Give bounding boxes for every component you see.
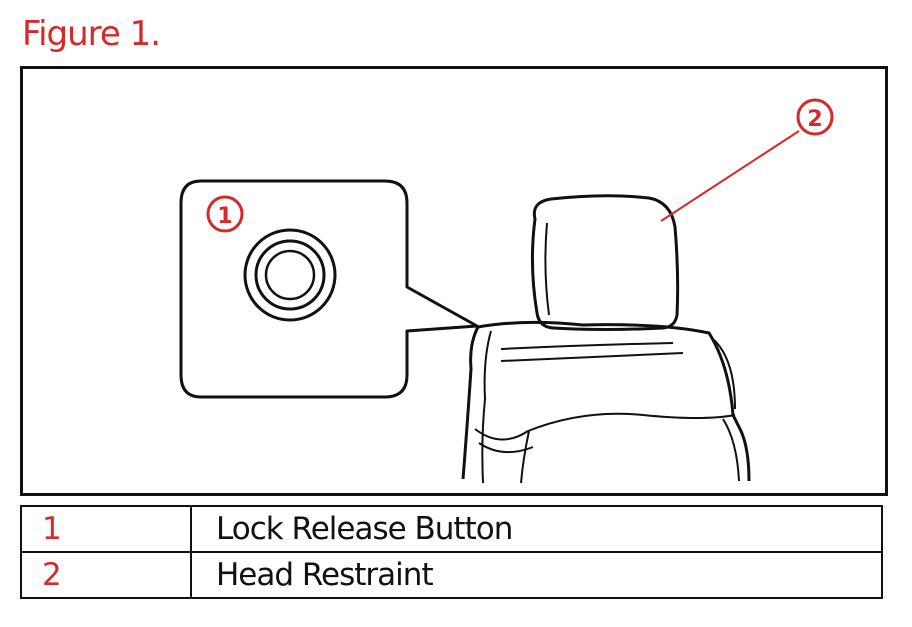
seat-back-outline <box>461 320 751 484</box>
figure-title: Figure 1. <box>22 14 161 54</box>
legend-row: 1 Lock Release Button <box>20 505 883 553</box>
callout-2-leader-line <box>660 130 800 222</box>
legend-row-number: 1 <box>20 505 192 553</box>
seat-illustration: 1 2 <box>179 98 834 484</box>
inset-callout-box <box>179 179 479 399</box>
legend-row-number: 2 <box>20 551 192 599</box>
legend-table: 1 Lock Release Button 2 Head Restraint <box>20 505 883 599</box>
legend-row: 2 Head Restraint <box>20 551 883 599</box>
legend-row-label: Head Restraint <box>190 551 883 599</box>
lock-release-button-icon <box>243 228 337 322</box>
figure-frame: 1 2 <box>20 66 888 496</box>
callout-2-number: 2 <box>807 107 822 132</box>
legend-row-label: Lock Release Button <box>190 505 883 553</box>
callout-1-marker: 1 <box>206 195 244 233</box>
callout-2-marker: 2 <box>796 98 834 136</box>
head-restraint-icon <box>530 194 680 331</box>
callout-1-number: 1 <box>217 204 232 229</box>
